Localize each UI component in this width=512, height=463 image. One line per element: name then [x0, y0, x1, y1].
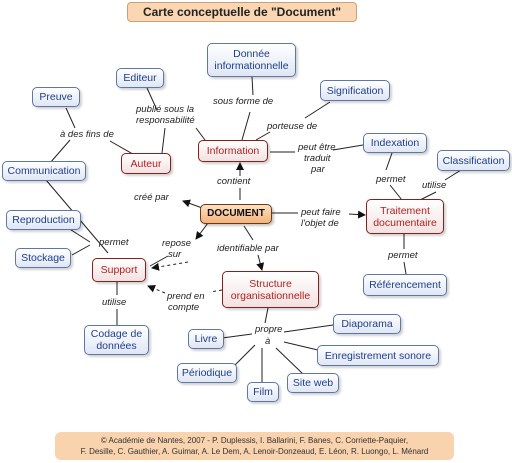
node-reproduction[interactable]: Reproduction	[6, 210, 81, 230]
node-livre[interactable]: Livre	[188, 329, 224, 349]
label-contient: contient	[217, 176, 251, 187]
label-publie: publié sous la	[136, 104, 195, 115]
node-site-web[interactable]: Site web	[287, 373, 339, 393]
label-compte: compte	[168, 302, 200, 313]
label-lobjet-de: l'objet de	[301, 218, 339, 229]
link-propre-diaporama	[283, 324, 334, 333]
label-sur: sur	[168, 249, 182, 260]
link-sousforme-donnee	[251, 76, 254, 96]
node-communication[interactable]: Communication	[2, 161, 86, 181]
label-traduit: traduit	[304, 153, 331, 164]
link-publie-editeur	[146, 87, 158, 111]
label-sous-forme: sous forme de	[213, 96, 274, 107]
node-donnee-informationnelle[interactable]: Donnée informationnelle	[207, 43, 296, 77]
link-auteur-publie	[161, 127, 166, 154]
label-a: à	[265, 336, 271, 347]
link-traitement-permet	[389, 184, 403, 201]
link-repose-support	[151, 261, 189, 271]
credits-line-1: © Académie de Nantes, 2007 - P. Duplessi…	[100, 436, 409, 445]
link-document-identifiable	[243, 225, 254, 241]
label-porteuse: porteuse de	[267, 121, 318, 132]
node-signification[interactable]: Signification	[320, 80, 390, 101]
node-enregistrement-sonore[interactable]: Enregistrement sonore	[317, 345, 439, 366]
label-peut-etre: peut être	[298, 142, 336, 153]
node-editeur[interactable]: Editeur	[116, 68, 164, 88]
node-information[interactable]: Information	[198, 140, 268, 162]
label-cree-par: créé par	[134, 192, 169, 203]
label-permet-referencement: permet	[388, 250, 418, 261]
link-permet-referencement	[403, 261, 407, 275]
label-par: par	[311, 164, 325, 175]
credits-line-2: F. Desille, C. Gauthier, A. Guimar, A. L…	[80, 447, 429, 456]
node-classification[interactable]: Classification	[437, 150, 510, 171]
node-film[interactable]: Film	[247, 382, 279, 402]
node-traitement[interactable]: Traitement documentaire	[366, 199, 444, 234]
link-permet-stockage	[71, 244, 91, 256]
label-prend-en: prend en	[167, 291, 205, 302]
link-traitement-utilise	[419, 191, 437, 201]
link-afins-communication	[49, 139, 71, 164]
node-auteur[interactable]: Auteur	[121, 153, 171, 174]
link-porteuse-signification	[304, 101, 331, 119]
label-propre: propre	[255, 324, 283, 335]
link-document-support	[195, 222, 209, 240]
link-utilise-classification	[444, 169, 462, 181]
label-permet-indexation: permet	[376, 174, 406, 185]
label-utilise-classification: utilise	[422, 180, 447, 191]
link-permet-indexation	[385, 152, 393, 171]
link-prend-support	[147, 284, 166, 294]
label-permet-support: permet	[99, 237, 129, 248]
link-identifiable-structure	[256, 254, 265, 271]
node-stockage[interactable]: Stockage	[15, 248, 71, 268]
node-referencement[interactable]: Référencement	[363, 274, 447, 296]
node-indexation[interactable]: Indexation	[363, 133, 427, 153]
label-peut-faire: peut faire	[301, 207, 341, 218]
node-diaporama[interactable]: Diaporama	[333, 314, 401, 334]
link-afins-preuve	[65, 107, 76, 129]
node-document[interactable]: DOCUMENT	[200, 204, 272, 224]
link-permet-reproduction	[67, 227, 91, 243]
node-structure[interactable]: Structure organisationnelle	[222, 271, 319, 308]
link-structure-prend	[209, 289, 223, 293]
diagram-title: Carte conceptuelle de "Document"	[127, 2, 357, 22]
link-support-repose	[149, 255, 169, 267]
node-periodique[interactable]: Périodique	[177, 363, 237, 383]
link-peutetre-indexation	[332, 144, 364, 151]
link-information-porteuse	[255, 131, 271, 141]
node-codage-donnees[interactable]: Codage de données	[84, 325, 149, 355]
link-information-sousforme	[241, 111, 251, 141]
label-a-des-fins: à des fins de	[60, 129, 114, 140]
link-propre-siteweb	[275, 347, 304, 375]
label-responsabilite: responsabilité	[136, 115, 195, 126]
link-peutfaire-traitement	[348, 210, 366, 219]
label-utilise-codage: utilise	[102, 297, 127, 308]
link-structure-propre	[264, 307, 269, 324]
link-propre-enregistrement	[283, 341, 323, 352]
node-support[interactable]: Support	[92, 258, 146, 282]
label-repose: repose	[162, 238, 192, 249]
credits-footer: © Académie de Nantes, 2007 - P. Duplessi…	[55, 432, 454, 460]
node-preuve[interactable]: Preuve	[32, 87, 80, 107]
link-propre-livre	[221, 333, 253, 339]
label-identifiable: identifiable par	[217, 243, 279, 254]
